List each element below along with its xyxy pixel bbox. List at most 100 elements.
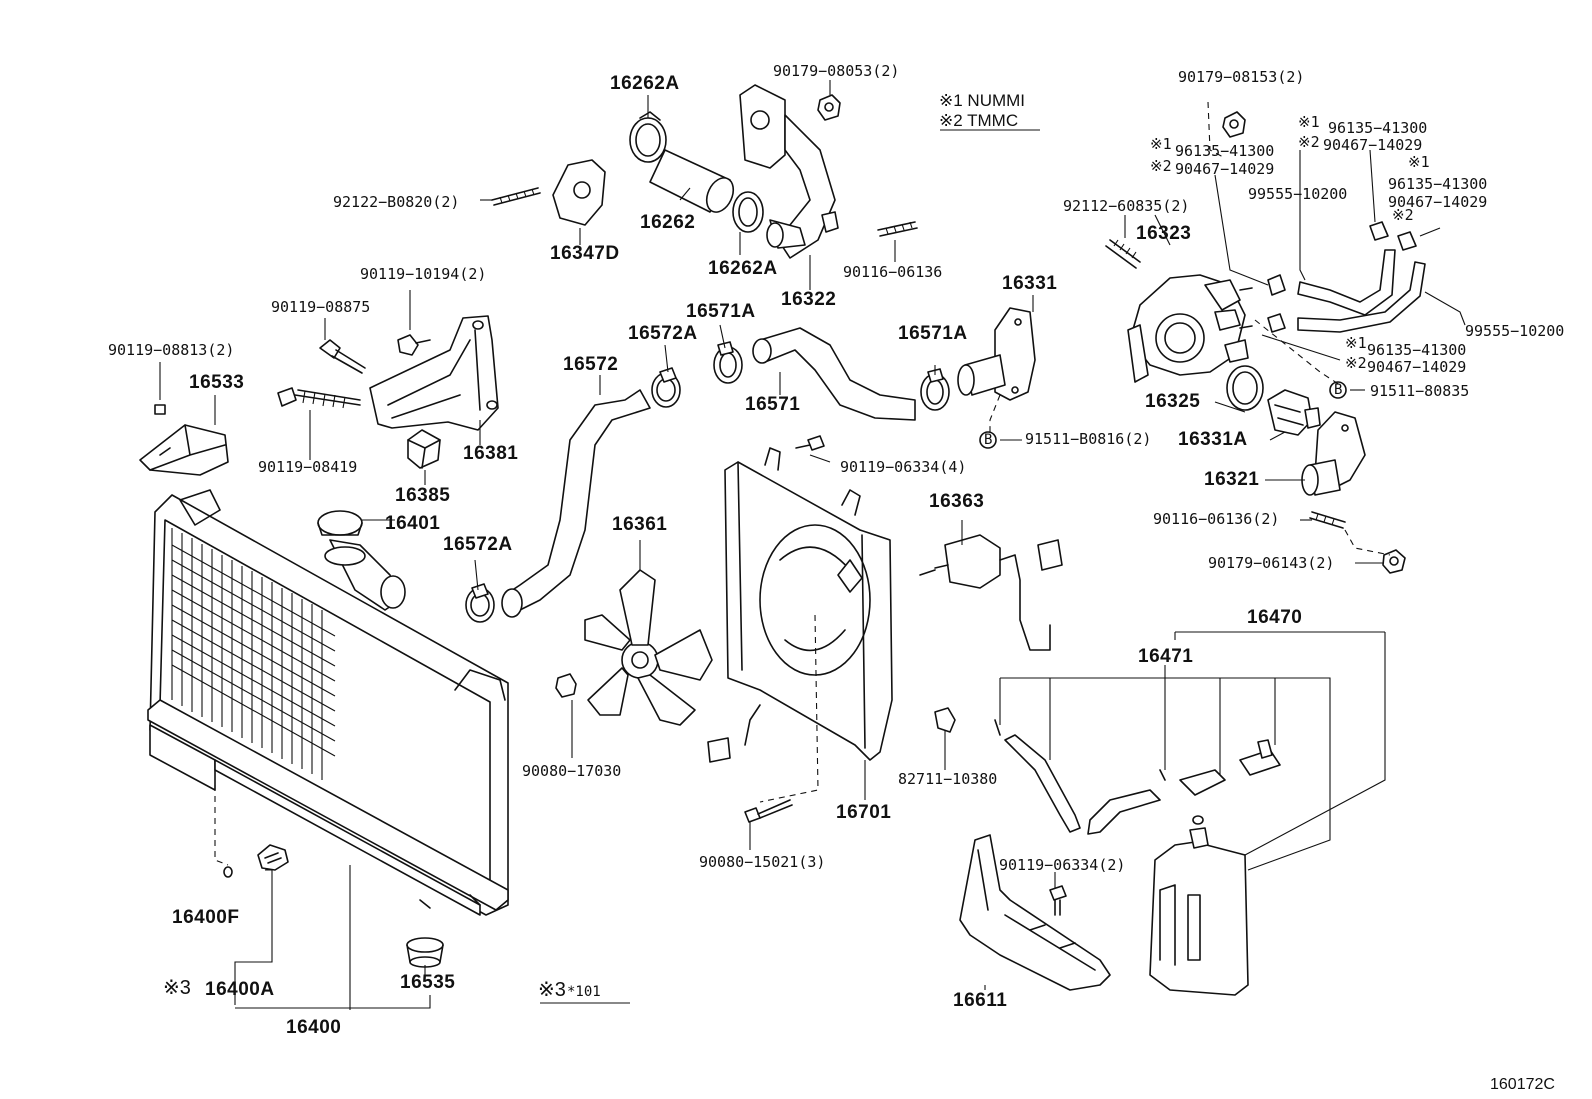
clamp-16572a-top[interactable] [651,367,681,408]
label-91511-b0816[interactable]: 91511−B0816(2) [1025,430,1152,448]
support-16533[interactable] [139,404,229,476]
label-90119-08813[interactable]: 90119−08813(2) [108,341,235,359]
label-90119-08875[interactable]: 90119−08875 [271,298,371,316]
clamp-16262a-bottom[interactable] [732,191,764,233]
reservoir-hose-16471[interactable] [994,719,1281,835]
hose-16262[interactable] [649,149,738,216]
clamp-16571a-left[interactable] [713,341,743,384]
label-90179-08153[interactable]: 90179−08153(2) [1178,68,1305,86]
nut-90179-06143[interactable] [1382,549,1406,574]
nut-90179-08153[interactable] [1222,111,1246,138]
clamp-96135-41300-d[interactable] [1397,231,1417,251]
stud-90116-06136[interactable] [877,221,918,237]
label-82711-10380[interactable]: 82711−10380 [898,770,998,788]
label-90119-10194[interactable]: 90119−10194(2) [360,265,487,283]
fan-motor-16363[interactable] [919,534,1063,651]
label-96135-41300-a[interactable]: 96135−41300 [1175,142,1275,160]
label-90467-14029-d[interactable]: 90467−14029 [1367,358,1467,376]
label-91511-80835[interactable]: 91511−80835 [1370,382,1470,400]
label-16381[interactable]: 16381 [463,443,519,464]
label-90119-06334-top[interactable]: 90119−06334(4) [840,458,967,476]
radiator-16400[interactable] [147,489,509,916]
water-inlet-16323[interactable] [1127,274,1253,383]
stud-92122-b0820[interactable] [491,187,541,206]
label-16347d[interactable]: 16347D [550,243,620,264]
label-16471[interactable]: 16471 [1138,646,1194,667]
label-16262a-bottom[interactable]: 16262A [708,258,778,279]
label-16400[interactable]: 16400 [286,1017,342,1038]
label-16361[interactable]: 16361 [612,514,668,535]
label-16331[interactable]: 16331 [1002,273,1058,294]
label-92122-b0820[interactable]: 92122−B0820(2) [333,193,460,211]
label-90080-17030[interactable]: 90080−17030 [522,762,622,780]
label-16322[interactable]: 16322 [781,289,837,310]
label-16331a[interactable]: 16331A [1178,429,1248,450]
water-outlet-16322[interactable] [739,84,839,259]
clamp-96135-41300-a[interactable] [1267,274,1286,296]
drain-cock-16400a[interactable] [223,844,289,878]
hose-16572[interactable] [501,389,651,618]
label-16571a-right[interactable]: 16571A [898,323,968,344]
gasket-16347d[interactable] [552,159,606,226]
clamp-96135-41300-b[interactable] [1267,313,1286,333]
label-99555-10200-bottom[interactable]: 99555−10200 [1465,322,1565,340]
clamp-96135-41300-c[interactable] [1369,221,1389,241]
label-16470[interactable]: 16470 [1247,607,1303,628]
label-16321[interactable]: 16321 [1204,469,1260,490]
fan-16361[interactable] [584,569,713,726]
label-16571[interactable]: 16571 [745,394,801,415]
label-90467-14029-c[interactable]: 90467−14029 [1388,193,1488,211]
bracket-16611[interactable] [959,834,1111,991]
label-16400f[interactable]: 16400F [172,907,240,928]
block-16385[interactable] [407,429,441,469]
stud-92112-60835[interactable] [1105,239,1141,269]
reservoir-tank-16470[interactable] [1149,815,1249,996]
label-16385[interactable]: 16385 [395,485,451,506]
label-16262a-top[interactable]: 16262A [610,73,680,94]
label-90467-14029-a[interactable]: 90467−14029 [1175,160,1275,178]
label-90179-06143[interactable]: 90179−06143(2) [1208,554,1335,572]
clamp-16572a-bottom[interactable] [465,583,495,623]
label-16363[interactable]: 16363 [929,491,985,512]
label-96135-41300-b[interactable]: 96135−41300 [1328,119,1428,137]
outlet-16321[interactable] [1301,411,1366,496]
label-90119-06334-bottom[interactable]: 90119−06334(2) [999,856,1126,874]
label-16262[interactable]: 16262 [640,212,696,233]
nut-90119-10194[interactable] [397,334,431,356]
label-16401[interactable]: 16401 [385,513,441,534]
label-16571a-left[interactable]: 16571A [686,301,756,322]
label-16611[interactable]: 16611 [953,990,1008,1011]
label-92112-60835[interactable]: 92112−60835(2) [1063,197,1190,215]
hose-16571[interactable] [752,327,916,421]
hose-99555-10200-b[interactable] [1297,261,1426,333]
radiator-cap-16401[interactable] [317,510,366,566]
thermostat-16331a[interactable] [1267,389,1321,436]
label-90467-14029-b[interactable]: 90467−14029 [1323,136,1423,154]
water-inlet-16331[interactable] [957,307,1036,401]
label-16701[interactable]: 16701 [836,802,892,823]
bolt-90119-08419[interactable] [277,387,361,409]
bolt-90119-06334-top[interactable] [795,435,825,451]
label-90119-08419[interactable]: 90119−08419 [258,458,358,476]
bolt-90119-06334-bottom[interactable] [1049,885,1067,916]
hose-99555-10200-a[interactable] [1297,249,1396,316]
bolt-90119-08875[interactable] [319,339,366,374]
stud-90116-06136-2[interactable] [1309,511,1346,529]
nut-90179-08053[interactable] [817,94,841,121]
gasket-16325[interactable] [1226,365,1264,411]
nut-90080-17030[interactable] [555,673,577,698]
label-16572[interactable]: 16572 [563,354,619,375]
fan-shroud-16701[interactable] [707,447,893,763]
label-16572a-bottom[interactable]: 16572A [443,534,513,555]
label-16325[interactable]: 16325 [1145,391,1201,412]
label-90080-15021[interactable]: 90080−15021(3) [699,853,826,871]
label-99555-10200-top[interactable]: 99555−10200 [1248,185,1348,203]
label-16535[interactable]: 16535 [400,972,456,993]
clip-82711-10380[interactable] [934,707,956,733]
bracket-16381[interactable] [369,315,499,431]
label-90179-08053[interactable]: 90179−08053(2) [773,62,900,80]
label-90116-06136-bottom[interactable]: 90116−06136(2) [1153,510,1280,528]
bolt-90080-15021[interactable] [744,799,793,823]
label-16400a[interactable]: 16400A [205,979,275,1000]
label-96135-41300-c[interactable]: 96135−41300 [1388,175,1488,193]
